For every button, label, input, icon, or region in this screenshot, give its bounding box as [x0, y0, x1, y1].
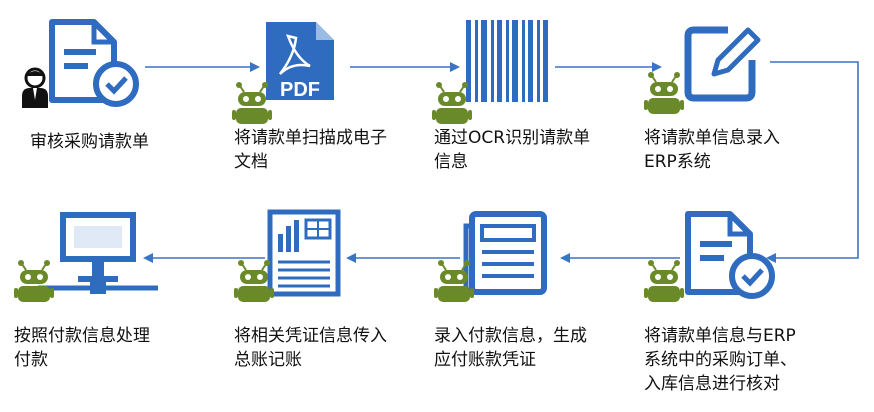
document-check-icon [685, 211, 775, 299]
robot-icon [644, 260, 684, 302]
edit-icon [684, 26, 761, 102]
barcode-icon [466, 20, 548, 102]
connectors [143, 61, 859, 263]
person-icon [22, 67, 48, 108]
step-1-label: 审核采购请款单 [30, 132, 149, 152]
document-check-icon [49, 19, 139, 107]
robot-icon [14, 260, 54, 302]
arrow-step4-to-step5 [766, 61, 859, 263]
step-2-label: 将请款单扫描成电子 文档 [234, 128, 387, 172]
step-4-label: 将请款单信息录入 ERP系统 [644, 128, 780, 172]
step-5-label: 将请款单信息与ERP 系统中的采购订单、 入库信息进行核对 [644, 326, 797, 394]
robot-icon [234, 260, 274, 302]
step-6-label: 录入付款信息，生成 应付账款凭证 [434, 326, 587, 370]
step-7-label: 将相关凭证信息传入 总账记账 [234, 326, 387, 370]
pdf-label: PDF [280, 79, 320, 101]
robot-icon [434, 260, 474, 302]
step-8-label: 按照付款信息处理 付款 [14, 326, 150, 370]
robot-icon [644, 72, 684, 114]
report-icon [267, 209, 341, 297]
robot-icon [232, 82, 272, 124]
pdf-file-icon: PDF [266, 22, 334, 101]
step-3-label: 通过OCR识别请款单 信息 [434, 128, 591, 172]
newspaper-icon [463, 211, 547, 295]
robot-icon [432, 82, 472, 124]
computer-icon [38, 212, 158, 294]
